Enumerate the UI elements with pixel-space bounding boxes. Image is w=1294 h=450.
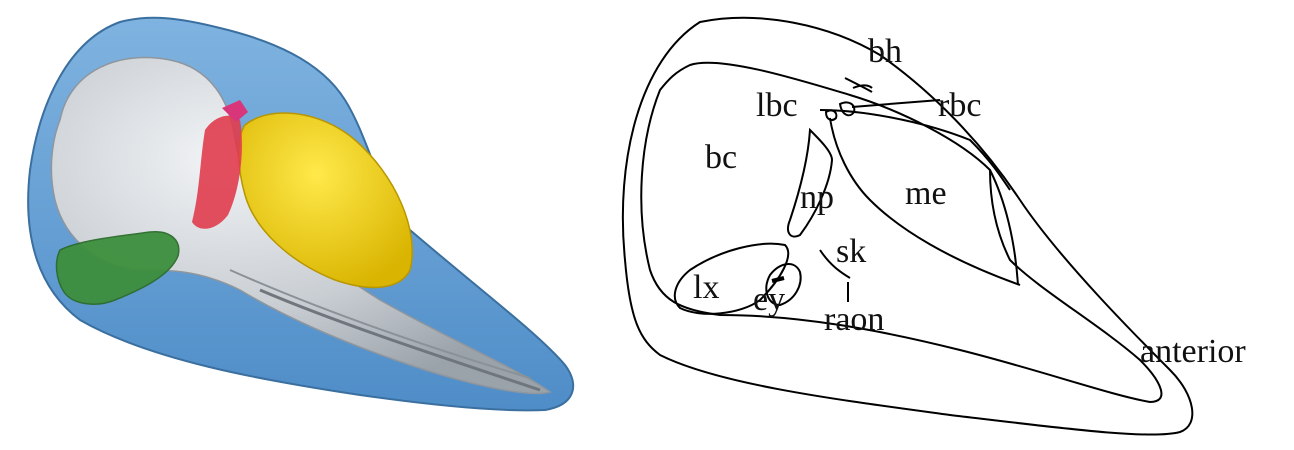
label-anterior: anterior [1140,333,1246,370]
label-lx: lx [693,269,719,306]
label-ey: ey [753,281,785,318]
label-raon: raon [824,301,884,338]
rbc-shape [840,102,854,115]
lbc-shape [826,110,836,120]
inner-outline [641,63,1161,402]
label-me: me [905,175,947,212]
line-drawing [623,18,1192,435]
label-np: np [800,179,834,216]
rbc-leader [852,100,940,107]
bh-mark [845,78,872,92]
head-outline [623,18,1192,435]
label-bc: bc [705,139,737,176]
head-rendering [28,18,573,411]
melon-right [990,170,1018,285]
label-lbc: lbc [756,87,798,124]
label-sk: sk [836,233,866,270]
labels: bh lbc rbc bc np me sk lx ey raon anteri… [693,33,1246,370]
label-bh: bh [868,33,902,70]
label-rbc: rbc [938,87,981,124]
